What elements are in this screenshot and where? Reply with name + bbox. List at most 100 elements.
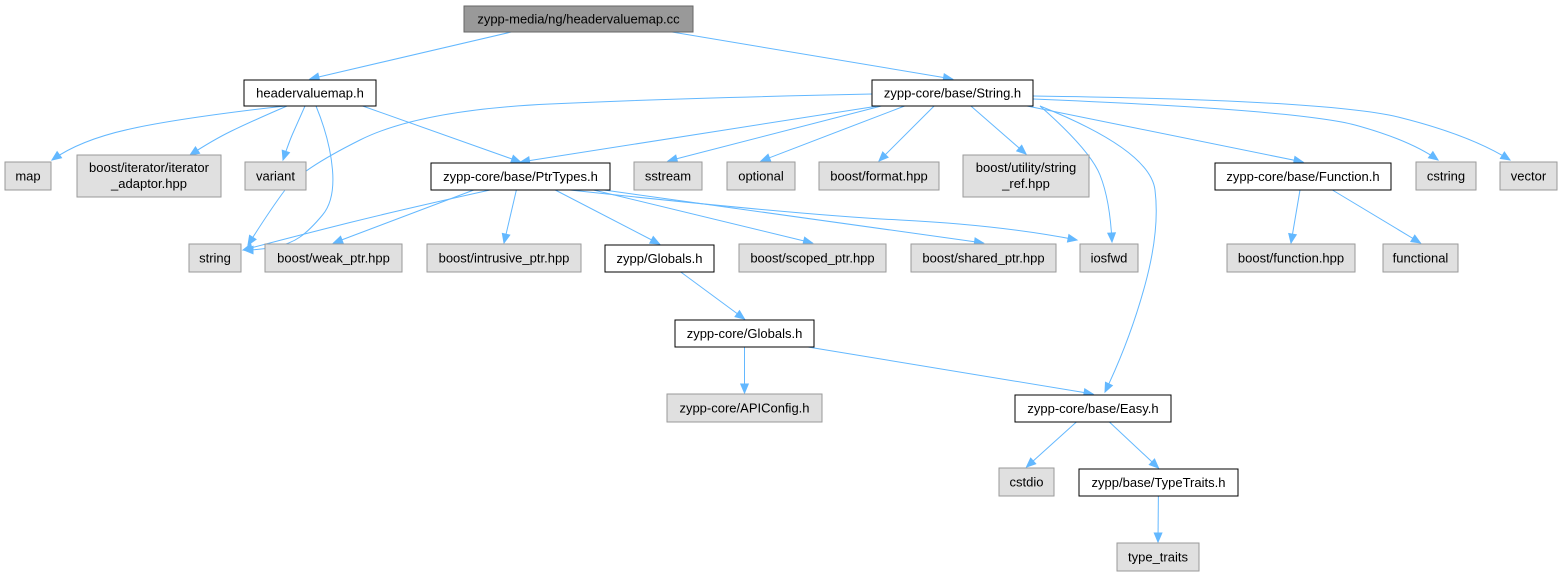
node-box	[818, 161, 940, 191]
arrowhead-headervaluemap_h-to-variant	[281, 149, 291, 162]
node-box	[674, 319, 815, 348]
node-variant[interactable]: variant	[244, 161, 307, 191]
node-boost-shared-ptr[interactable]: boost/shared_ptr.hpp	[910, 243, 1057, 273]
edge-ptrtypes_h-to-scoped_ptr	[593, 189, 813, 244]
arrowhead-headervaluemap_h-to-map	[50, 150, 63, 161]
edge-headervaluemap_h-to-iterator_adaptor	[189, 105, 288, 156]
node-box	[1382, 243, 1459, 273]
node-box	[1214, 162, 1392, 191]
node-apiconfig-h[interactable]: zypp-core/APIConfig.h	[666, 393, 823, 423]
node-label-line-1: boost/iterator/iterator	[89, 160, 210, 175]
edge-string_h-to-function_h	[1026, 105, 1304, 163]
arrowhead-easy_h-to-typetraits_h	[1148, 458, 1160, 469]
node-label: cstdio	[1010, 475, 1044, 490]
edge-headervaluemap_h-to-map	[51, 105, 286, 161]
arrowhead-string_h-to-string	[247, 234, 257, 247]
node-label: zypp-core/APIConfig.h	[679, 401, 809, 416]
node-label: boost/intrusive_ptr.hpp	[439, 251, 570, 266]
node-root-headervaluemap-cc[interactable]: zypp-media/ng/headervaluemap.cc	[463, 5, 694, 33]
node-headervaluemap-h[interactable]: headervaluemap.h	[243, 79, 377, 107]
arrowhead-ptrtypes_h-to-iosfwd	[1066, 233, 1079, 243]
node-box	[1014, 394, 1172, 423]
edge-headervaluemap_h-to-variant	[282, 105, 306, 161]
node-boost-intrusive-ptr[interactable]: boost/intrusive_ptr.hpp	[426, 243, 582, 273]
arrowhead-string_h-to-vector	[1499, 151, 1512, 161]
node-functional[interactable]: functional	[1382, 243, 1459, 273]
edge-string_h-to-sstream	[667, 105, 882, 162]
arrowhead-string_h-to-format_hpp	[878, 151, 889, 162]
node-sstream[interactable]: sstream	[633, 161, 703, 191]
node-cstring[interactable]: cstring	[1415, 161, 1477, 191]
node-label: functional	[1393, 251, 1449, 266]
node-iterator-adaptor[interactable]: boost/iterator/iterator _adaptor.hpp	[76, 154, 222, 198]
node-optional[interactable]: optional	[726, 161, 796, 191]
node-box	[430, 162, 611, 191]
edge-root-to-headervaluemap_h	[309, 31, 512, 80]
arrowhead-core_globals_h-to-apiconfig_h	[739, 383, 750, 395]
node-box	[4, 161, 52, 191]
edge-string_h-to-cstring	[1032, 98, 1439, 161]
node-string-h[interactable]: zypp-core/base/String.h	[871, 79, 1034, 107]
edge-string_h-to-iosfwd	[1039, 105, 1113, 243]
node-zypp-core-globals-h[interactable]: zypp-core/Globals.h	[674, 319, 815, 348]
node-label: optional	[738, 169, 784, 184]
node-type-traits[interactable]: type_traits	[1116, 542, 1200, 572]
node-label: zypp-core/Globals.h	[687, 326, 803, 341]
node-label: boost/weak_ptr.hpp	[277, 251, 390, 266]
node-box	[1078, 468, 1239, 497]
node-label: headervaluemap.h	[256, 86, 364, 101]
node-box	[998, 467, 1055, 497]
arrowhead-headervaluemap_h-to-iterator_adaptor	[188, 145, 201, 156]
node-box	[244, 161, 307, 191]
node-zypp-globals-h[interactable]: zypp/Globals.h	[604, 244, 715, 273]
edge-easy_h-to-cstdio	[1026, 421, 1077, 468]
edge-ptrtypes_h-to-string	[242, 189, 491, 251]
arrowhead-string_h-to-easy_h	[1104, 381, 1114, 394]
arrowhead-string_h-to-cstring	[1427, 150, 1440, 161]
node-label-line-2: _ref.hpp	[1001, 176, 1050, 191]
node-easy-h[interactable]: zypp-core/base/Easy.h	[1014, 394, 1172, 423]
node-boost-format-hpp[interactable]: boost/format.hpp	[818, 161, 940, 191]
node-label: zypp/base/TypeTraits.h	[1092, 475, 1226, 490]
node-box	[1079, 243, 1139, 273]
edge-string_h-to-string_ref	[970, 105, 1027, 155]
nodes-layer: zypp-media/ng/headervaluemap.cc headerva…	[4, 5, 1558, 572]
edge-string_h-to-ptrtypes_h	[520, 105, 879, 163]
node-label: vector	[1511, 169, 1547, 184]
arrowhead-string_h-to-iosfwd	[1106, 232, 1117, 244]
node-box	[962, 154, 1090, 198]
edge-ptrtypes_h-to-shared_ptr	[603, 189, 984, 244]
node-box	[188, 243, 242, 273]
node-box	[1226, 243, 1356, 273]
edge-ptrtypes_h-to-weak_ptr	[333, 189, 474, 244]
node-boost-weak-ptr[interactable]: boost/weak_ptr.hpp	[264, 243, 403, 273]
node-box	[871, 79, 1034, 107]
node-map[interactable]: map	[4, 161, 52, 191]
node-box	[726, 161, 796, 191]
node-boost-string-ref[interactable]: boost/utility/string _ref.hpp	[962, 154, 1090, 198]
arrowhead-string_h-to-optional	[759, 153, 772, 162]
node-cstdio[interactable]: cstdio	[998, 467, 1055, 497]
node-box	[604, 244, 715, 273]
node-string[interactable]: string	[188, 243, 242, 273]
node-box	[76, 154, 222, 198]
arrowhead-ptrtypes_h-to-intrusive_ptr	[501, 232, 511, 245]
node-label: zypp-core/base/PtrTypes.h	[443, 169, 598, 184]
node-vector[interactable]: vector	[1499, 161, 1558, 191]
node-box	[910, 243, 1057, 273]
edge-string_h-to-easy_h	[1039, 105, 1157, 393]
node-typetraits-h[interactable]: zypp/base/TypeTraits.h	[1078, 468, 1239, 497]
node-box	[243, 79, 377, 107]
node-function-h[interactable]: zypp-core/base/Function.h	[1214, 162, 1392, 191]
node-ptrtypes-h[interactable]: zypp-core/base/PtrTypes.h	[430, 162, 611, 191]
node-iosfwd[interactable]: iosfwd	[1079, 243, 1139, 273]
node-label: boost/scoped_ptr.hpp	[750, 251, 874, 266]
node-label: zypp/Globals.h	[617, 251, 703, 266]
arrowhead-ptrtypes_h-to-scoped_ptr	[802, 236, 814, 246]
node-box	[633, 161, 703, 191]
edge-ptrtypes_h-to-globals_h	[555, 189, 660, 245]
node-label: zypp-core/base/Easy.h	[1027, 401, 1158, 416]
node-boost-function-hpp[interactable]: boost/function.hpp	[1226, 243, 1356, 273]
node-boost-scoped-ptr[interactable]: boost/scoped_ptr.hpp	[738, 243, 887, 273]
